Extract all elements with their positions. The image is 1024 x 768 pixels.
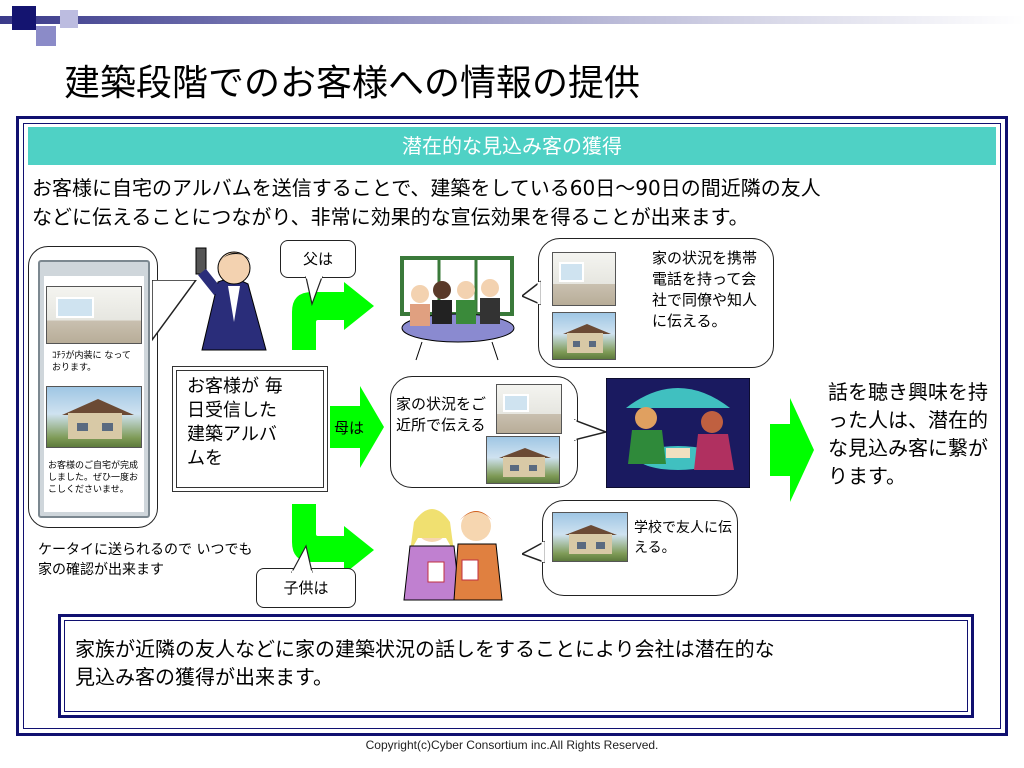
father-label: 父は bbox=[302, 250, 333, 268]
deco-square bbox=[60, 10, 78, 28]
section-header-label: 潜在的な見込み客の獲得 bbox=[402, 134, 622, 158]
father-bubble-tail bbox=[522, 280, 541, 306]
children-illustration bbox=[403, 509, 503, 601]
father-bubble-text: 家の状況を携帯電話を持って会社で同僚や知人に伝える。 bbox=[652, 249, 758, 330]
mother-bubble-tail bbox=[574, 419, 609, 441]
father-label-tail bbox=[305, 276, 323, 306]
father-bubble-house-photo bbox=[552, 312, 616, 360]
phone-screen: ｺﾁﾗが内装に なっております。 お客様のご自宅が完成しました。ぜひ一度おこしく… bbox=[44, 276, 144, 512]
album-box-text: お客様が 毎日受信した建築アルバムを bbox=[187, 376, 283, 469]
mother-bubble-house-photo bbox=[486, 436, 560, 484]
phone-callout-tail bbox=[152, 280, 197, 342]
album-box: お客様が 毎日受信した建築アルバムを bbox=[172, 366, 328, 492]
copyright: Copyright(c)Cyber Consortium inc.All Rig… bbox=[365, 738, 659, 752]
mother-label: 母は bbox=[334, 419, 365, 437]
businessman-illustration bbox=[195, 247, 267, 351]
child-bubble-tail bbox=[522, 540, 545, 564]
child-bubble-text: 学校で友人に伝える。 bbox=[634, 520, 732, 556]
keitai-note: ケータイに送られるので いつでも家の確認が出来ます bbox=[38, 542, 253, 578]
mother-bubble-room-photo bbox=[496, 384, 562, 434]
child-label-box: 子供は bbox=[256, 568, 356, 608]
child-label: 子供は bbox=[283, 579, 329, 597]
intro-line-1: お客様に自宅のアルバムを送信することで、建築をしている60日〜90日の間近隣の友… bbox=[32, 176, 821, 200]
conclusion-box: 家族が近隣の友人などに家の建築状況の話しをすることにより会社は潜在的な 見込み客… bbox=[58, 614, 974, 718]
interior-photo bbox=[46, 286, 142, 344]
arrow-right-mother bbox=[330, 386, 384, 468]
top-gradient-bar bbox=[0, 16, 1024, 24]
father-bubble-room-photo bbox=[552, 252, 616, 306]
deco-square bbox=[36, 26, 56, 46]
house-photo bbox=[46, 386, 142, 448]
arrow-right-result bbox=[770, 398, 814, 502]
mother-bubble-text: 家の状況をご近所で伝える bbox=[396, 395, 487, 434]
office-meeting-illustration bbox=[400, 256, 515, 361]
cafe-women-illustration bbox=[606, 378, 750, 488]
page-title: 建築段階でのお客様への情報の提供 bbox=[64, 63, 641, 104]
result-text: 話を聴き興味を持った人は、潜在的な見込み客に繋がります。 bbox=[828, 380, 988, 488]
intro-line-2: などに伝えることにつながり、非常に効果的な宣伝効果を得ることが出来ます。 bbox=[32, 205, 749, 229]
content-frame bbox=[16, 116, 1008, 736]
section-header: 潜在的な見込み客の獲得 bbox=[28, 127, 996, 165]
phone-device: ｺﾁﾗが内装に なっております。 お客様のご自宅が完成しました。ぜひ一度おこしく… bbox=[38, 260, 150, 518]
intro-text: お客様に自宅のアルバムを送信することで、建築をしている60日〜90日の間近隣の友… bbox=[32, 174, 992, 232]
conclusion-line-2: 見込み客の獲得が出来ます。 bbox=[75, 665, 333, 689]
phone-caption-1: ｺﾁﾗが内装に なっております。 bbox=[52, 351, 131, 373]
deco-square bbox=[12, 6, 36, 30]
conclusion-line-1: 家族が近隣の友人などに家の建築状況の話しをすることにより会社は潜在的な bbox=[75, 637, 775, 661]
arrow-down-right bbox=[292, 504, 374, 574]
phone-caption-2: お客様のご自宅が完成しました。ぜひ一度おこしくださいませ。 bbox=[48, 461, 139, 495]
child-label-tail bbox=[290, 544, 313, 574]
child-bubble-house-photo bbox=[552, 512, 628, 562]
father-label-box: 父は bbox=[280, 240, 356, 278]
